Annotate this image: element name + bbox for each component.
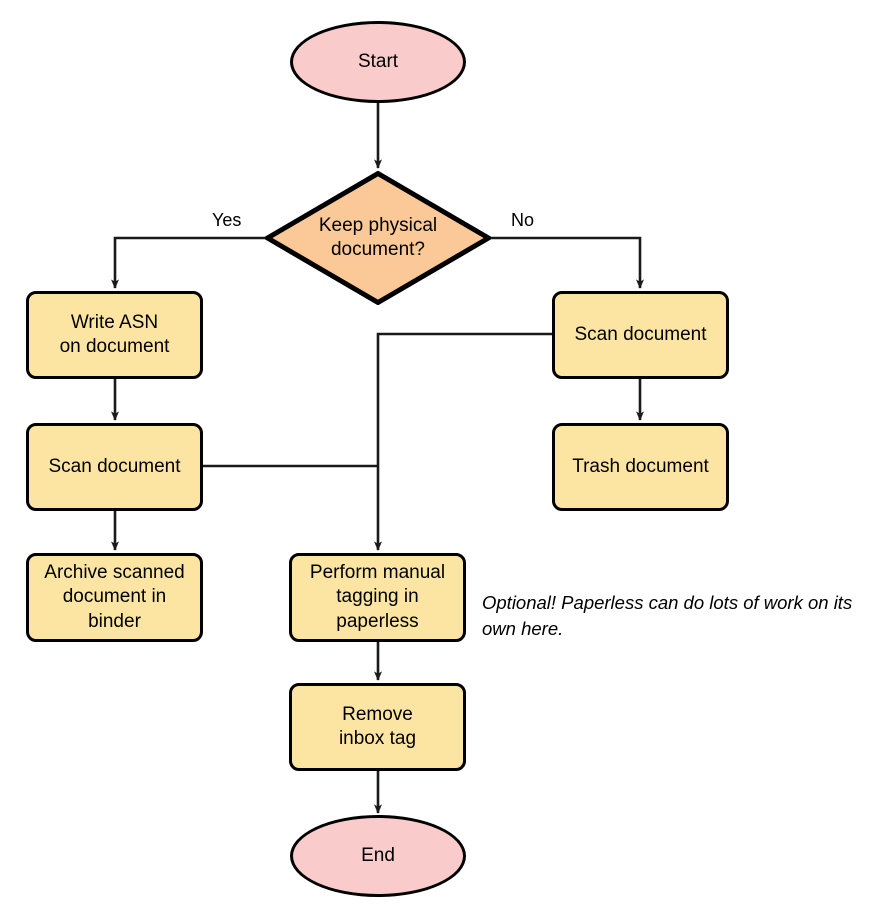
node-trash-document[interactable]: Trash document <box>552 423 729 511</box>
node-scan-document-right-label: Scan document <box>574 323 707 345</box>
node-archive-binder-label: Archive scanned document in binder <box>44 562 185 632</box>
edge-label-no: No <box>508 210 538 231</box>
node-end-label: End <box>361 844 395 866</box>
node-write-asn-on-document[interactable]: Write ASN on document <box>26 291 203 379</box>
node-scan-document-left-label: Scan document <box>48 455 181 477</box>
diamond-shape <box>265 171 491 305</box>
node-scan-document-left[interactable]: Scan document <box>26 423 203 511</box>
node-archive-scanned-document-in-binder[interactable]: Archive scanned document in binder <box>26 553 203 642</box>
node-remove-inbox-tag-label: Remove inbox tag <box>338 703 417 749</box>
node-perform-manual-tagging-in-paperless[interactable]: Perform manual tagging in paperless <box>289 553 466 642</box>
edge-label-yes: Yes <box>209 210 245 231</box>
node-start-label: Start <box>357 50 399 72</box>
edge-scan-right-to-manual-tagging <box>374 332 552 551</box>
node-scan-document-right[interactable]: Scan document <box>552 291 729 379</box>
node-remove-inbox-tag[interactable]: Remove inbox tag <box>289 683 466 771</box>
node-decision-keep-physical-document[interactable]: Keep physical document? <box>265 171 491 305</box>
node-end[interactable]: End <box>290 815 466 897</box>
node-start[interactable]: Start <box>290 21 466 103</box>
edge-decision-no-to-scan-right <box>491 236 644 289</box>
edge-decision-yes-to-write-asn <box>111 236 265 289</box>
node-manual-tagging-label: Perform manual tagging in paperless <box>309 562 446 632</box>
node-decision-label: Keep physical document? <box>318 214 438 260</box>
annotation-optional-note: Optional! Paperless can do lots of work … <box>482 592 853 640</box>
node-trash-document-label: Trash document <box>572 455 709 477</box>
node-write-asn-label: Write ASN on document <box>59 311 170 357</box>
